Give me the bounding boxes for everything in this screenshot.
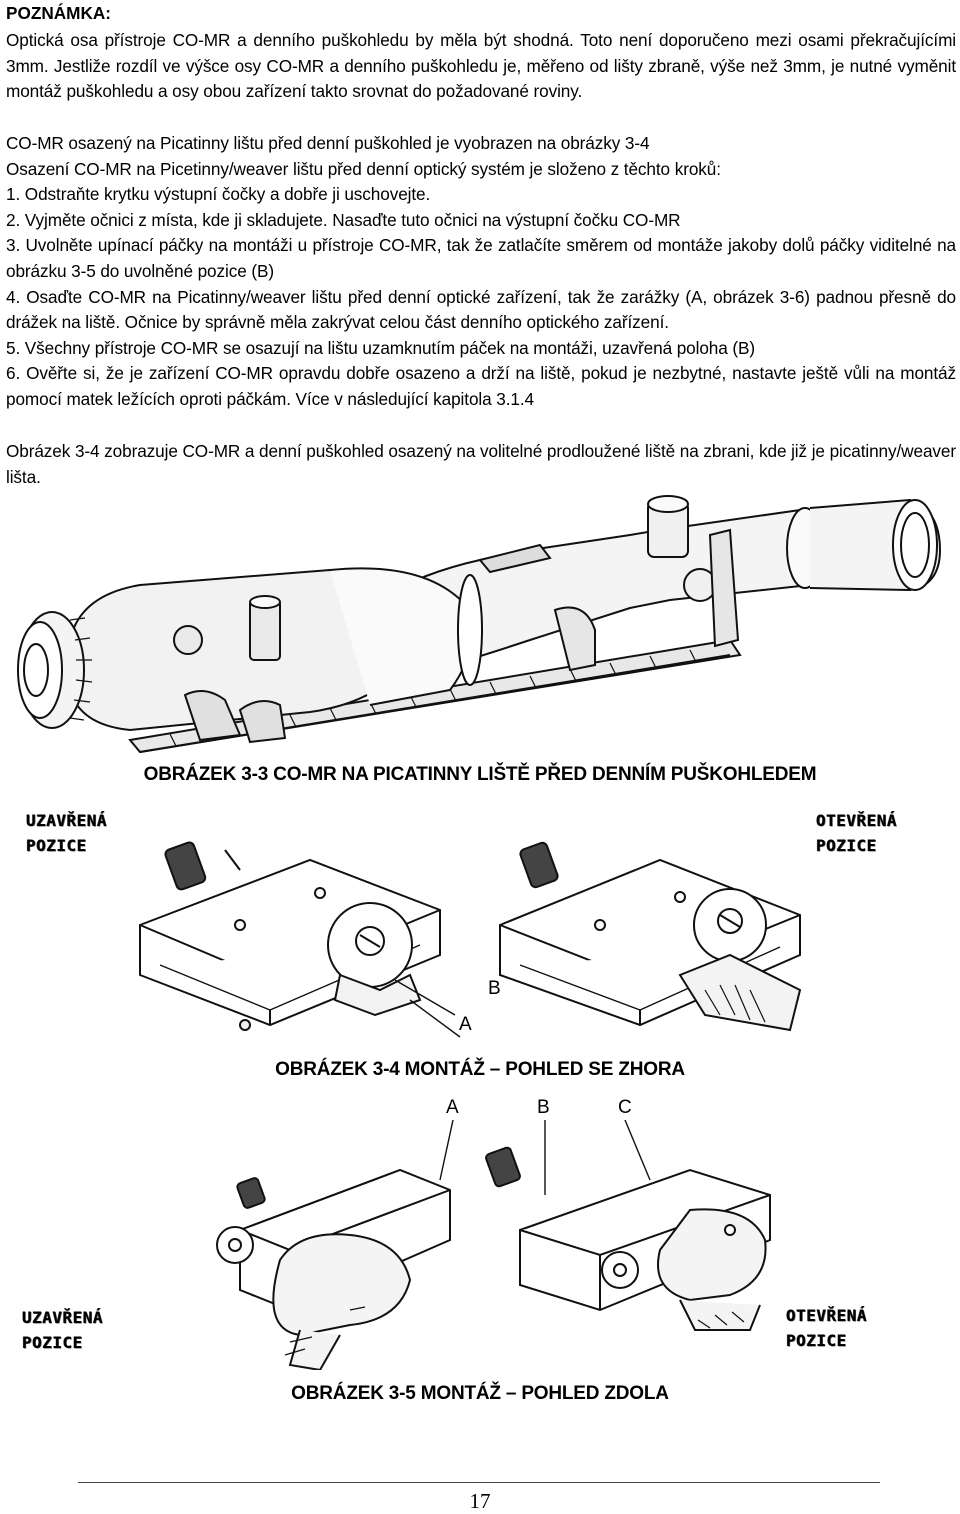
fig35-closed-label-line1: UZAVŘENÁ — [22, 1308, 104, 1327]
instructions-block: CO-MR osazený na Picatinny lištu před de… — [6, 131, 956, 413]
figure-note-text: Obrázek 3-4 zobrazuje CO-MR a denní pušk… — [6, 441, 956, 487]
fig34-closed-label-line1: UZAVŘENÁ — [26, 811, 108, 830]
figure-3-5-caption: OBRÁZEK 3-5 MONTÁŽ – POHLED ZDOLA — [291, 1383, 669, 1404]
fig34-closed-label-line2: POZICE — [26, 836, 87, 855]
fig34-marker-a: A — [459, 1014, 472, 1035]
step-5: 5. Všechny přístroje CO-MR se osazují na… — [6, 337, 755, 358]
fig35-closed-label: UZAVŘENÁ POZICE — [22, 1305, 103, 1355]
note-text: Optická osa přístroje CO-MR a denního pu… — [6, 30, 956, 102]
fig34-open-label-line1: OTEVŘENÁ — [816, 811, 898, 830]
fig35-marker-b: B — [537, 1097, 550, 1118]
fig35-open-label-line2: POZICE — [786, 1331, 847, 1350]
fig35-marker-a: A — [446, 1097, 459, 1118]
step-2: 2. Vyjměte očnici z místa, kde ji skladu… — [6, 209, 681, 230]
instructions-lead: Osazení CO-MR na Picetinny/weaver lištu … — [6, 158, 721, 179]
note-paragraph: Optická osa přístroje CO-MR a denního pu… — [6, 28, 956, 105]
figure-note: Obrázek 3-4 zobrazuje CO-MR a denní pušk… — [6, 439, 956, 490]
figure-3-5-illustration — [216, 1120, 771, 1370]
fig34-open-label-line2: POZICE — [816, 836, 877, 855]
step-1: 1. Odstraňte krytku výstupní čočky a dob… — [6, 184, 431, 205]
figure-3-4-caption: OBRÁZEK 3-4 MONTÁŽ – POHLED SE ZHORA — [275, 1059, 685, 1080]
fig35-marker-c: C — [618, 1097, 632, 1118]
note-heading: POZNÁMKA: — [6, 3, 112, 23]
figure-3-3-caption: OBRÁZEK 3-3 CO-MR NA PICATINNY LIŠTĚ PŘE… — [143, 764, 817, 785]
fig34-closed-label: UZAVŘENÁ POZICE — [26, 808, 107, 858]
fig34-open-label: OTEVŘENÁ POZICE — [816, 808, 897, 858]
figure-3-4-illustration — [139, 841, 802, 1038]
instructions-intro: CO-MR osazený na Picatinny lištu před de… — [6, 133, 650, 153]
step-4: 4. Osaďte CO-MR na Picatinny/weaver lišt… — [6, 286, 956, 333]
fig35-closed-label-line2: POZICE — [22, 1333, 83, 1352]
figure-3-3-illustration — [17, 495, 942, 754]
step-3: 3. Uvolněte upínací páčky na montáži u p… — [6, 235, 956, 281]
page-number: 17 — [469, 1489, 491, 1513]
step-6: 6. Ověřte si, že je zařízení CO-MR oprav… — [6, 363, 956, 409]
fig34-marker-b: B — [488, 978, 501, 999]
footer-divider — [78, 1482, 880, 1483]
fig35-open-label: OTEVŘENÁ POZICE — [786, 1303, 867, 1353]
fig35-open-label-line1: OTEVŘENÁ — [786, 1306, 868, 1325]
